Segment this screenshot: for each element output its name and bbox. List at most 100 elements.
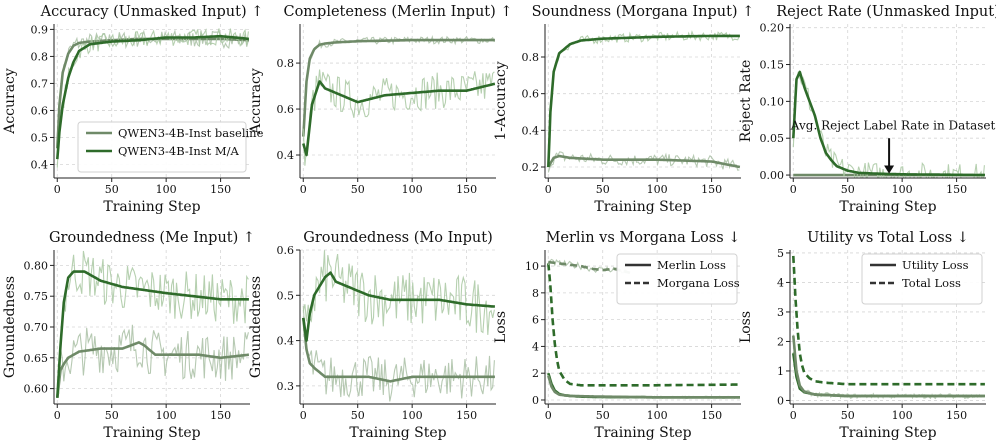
series-raw-line: [56, 28, 249, 168]
series-group: [792, 255, 986, 400]
x-axis-label: Training Step: [839, 425, 936, 441]
series-group: [56, 250, 250, 398]
y-tick-label: 0.8: [31, 50, 49, 63]
series-line: [792, 70, 986, 177]
x-tick-label: 100: [892, 409, 913, 422]
x-tick-label: 100: [647, 409, 668, 422]
y-tick-label: 0: [532, 394, 539, 407]
x-tick-label: 100: [156, 183, 177, 196]
subplot-title: Merlin vs Morgana Loss ↓: [546, 230, 741, 246]
series-line: [302, 271, 496, 342]
series-raw-line: [302, 69, 495, 166]
x-axis-label: Training Step: [839, 199, 936, 215]
y-tick-label: 0.7: [31, 77, 49, 90]
x-tick-label: 0: [54, 409, 61, 422]
x-tick-label: 50: [351, 183, 365, 196]
x-tick-label: 150: [456, 183, 477, 196]
x-axis-label: Training Step: [594, 425, 691, 441]
x-tick-label: 100: [402, 183, 423, 196]
legend-box: [77, 121, 247, 173]
x-axis-label: Training Step: [349, 425, 446, 441]
y-tick-label: 2: [532, 367, 539, 380]
y-tick-label: 0.60: [24, 383, 49, 396]
series-group: [547, 30, 741, 173]
x-tick-label: 0: [545, 409, 552, 422]
series-line: [547, 154, 741, 169]
y-tick-label: 3: [777, 306, 784, 319]
legend-entry-label: QWEN3-4B-Inst baseline: [118, 126, 264, 140]
subplot-title: Groundedness (Mo Input): [303, 230, 493, 246]
y-tick-label: 6: [532, 314, 539, 327]
y-tick-label: 4: [777, 276, 784, 289]
subplot-title: Utility vs Total Loss ↓: [807, 230, 969, 246]
y-tick-label: 2: [777, 335, 784, 348]
x-tick-label: 100: [892, 183, 913, 196]
y-tick-label: 0.65: [24, 352, 49, 365]
y-tick-label: 0.6: [31, 104, 49, 117]
y-tick-label: 0.4: [277, 149, 295, 162]
x-tick-label: 150: [701, 183, 722, 196]
y-axis-label: Accuracy: [248, 68, 264, 135]
y-axis-label: Groundedness: [248, 276, 264, 378]
series-line: [302, 317, 496, 383]
series-line: [792, 335, 986, 398]
x-tick-label: 50: [596, 183, 610, 196]
y-tick-label: 8: [532, 287, 539, 300]
y-axis-label: Reject Rate: [738, 60, 754, 143]
legend-entry-label: Merlin Loss: [657, 258, 726, 272]
y-tick-label: 0.3: [277, 380, 295, 393]
x-axis-label: Training Step: [103, 425, 200, 441]
x-tick-label: 0: [790, 183, 797, 196]
series-line: [547, 34, 741, 168]
y-tick-label: 0.6: [522, 88, 540, 101]
series-raw-line: [792, 351, 985, 399]
series-raw-line: [302, 306, 495, 402]
y-tick-label: 0.4: [277, 335, 295, 348]
x-tick-label: 100: [156, 409, 177, 422]
annotation-arrow-head: [884, 165, 895, 174]
y-tick-label: 0.00: [760, 169, 785, 182]
x-tick-label: 0: [790, 409, 797, 422]
series-line: [792, 353, 986, 398]
x-tick-label: 150: [946, 183, 967, 196]
y-axis-label: 1-Accuracy: [493, 61, 509, 140]
y-axis-label: Groundedness: [2, 276, 18, 378]
y-tick-label: 0: [777, 394, 784, 407]
series-group: [792, 70, 986, 178]
subplot-title: Reject Rate (Unmasked Input): [776, 4, 996, 20]
y-tick-label: 0.15: [760, 59, 785, 72]
x-tick-label: 50: [105, 183, 119, 196]
x-tick-label: 0: [300, 409, 307, 422]
x-tick-label: 50: [596, 409, 610, 422]
series-line: [547, 263, 741, 387]
legend-entry-label: Utility Loss: [902, 258, 969, 272]
legend-box: [861, 253, 983, 305]
subplot-title: Accuracy (Unmasked Input) ↑: [40, 4, 264, 20]
series-group: [302, 35, 496, 166]
y-tick-label: 0.4: [31, 158, 49, 171]
x-tick-label: 50: [351, 409, 365, 422]
legend-entry-label: Total Loss: [902, 276, 961, 290]
y-axis-label: Loss: [493, 311, 509, 343]
series-line: [792, 255, 986, 386]
y-tick-label: 0.2: [522, 161, 540, 174]
series-line: [56, 34, 250, 160]
y-tick-label: 0.05: [760, 132, 785, 145]
series-group: [302, 250, 496, 402]
x-tick-label: 100: [647, 183, 668, 196]
x-tick-label: 50: [841, 409, 855, 422]
series-raw-line: [56, 324, 249, 390]
y-tick-label: 0.5: [31, 131, 49, 144]
y-axis-label: Loss: [738, 311, 754, 343]
y-axis-label: Accuracy: [2, 68, 18, 135]
x-tick-label: 150: [701, 409, 722, 422]
series-raw-line: [302, 35, 495, 137]
series-line: [302, 80, 496, 157]
